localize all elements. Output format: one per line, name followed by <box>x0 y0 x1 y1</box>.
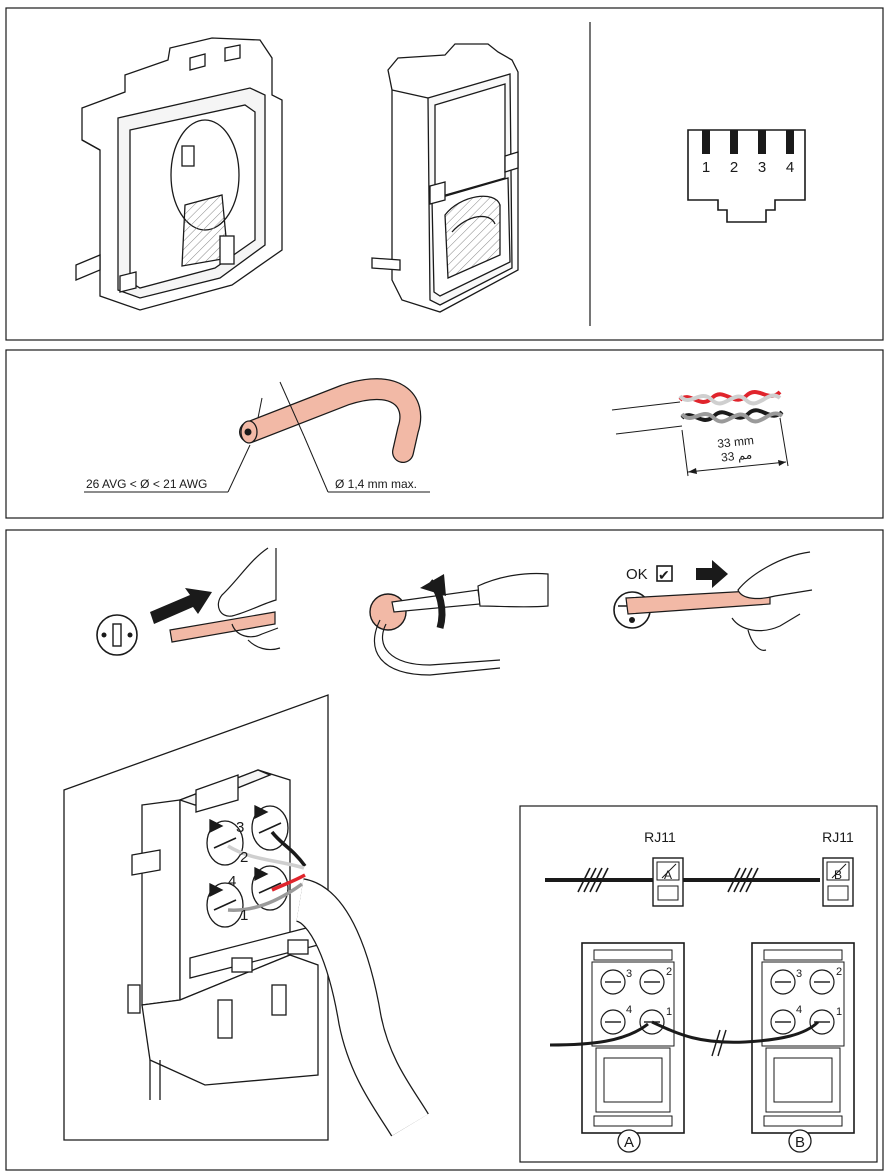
step-ok: OK ✔ <box>613 551 813 651</box>
socket-b: 3 2 4 1 B <box>751 942 855 1153</box>
wire-red-conn <box>271 873 306 892</box>
socket-b-pin-2: 2 <box>836 966 842 978</box>
wire-core <box>244 428 252 436</box>
terminal-number-1: 1 <box>240 907 248 924</box>
wire-grey <box>680 411 784 424</box>
pin-number-3: 3 <box>758 159 766 176</box>
rj11-symbol-b: B <box>822 857 854 907</box>
wiring-diagram-inset: RJ11 RJ11 A B <box>519 805 878 1163</box>
panel-product-views: 1 2 3 4 <box>5 7 884 341</box>
rj11-socket-outline <box>687 129 806 223</box>
panel-1-frame <box>5 7 884 341</box>
socket-module-front <box>75 37 283 311</box>
terminal-number-3: 3 <box>236 819 244 836</box>
pin-number-4: 4 <box>786 159 794 176</box>
rj11-symbol-a: A <box>652 857 684 907</box>
socket-a-tag: A <box>664 868 672 882</box>
step-screwdriver <box>369 572 549 676</box>
pin-2-contact <box>730 130 738 154</box>
dimension-lines <box>84 381 430 493</box>
ok-label: OK <box>626 566 648 583</box>
cable-jacket <box>294 879 428 1136</box>
gauge-range-label: 26 AVG < Ø < 21 AWG <box>86 477 207 491</box>
socket-a: 3 2 4 1 A <box>581 942 685 1153</box>
wire-black-conn <box>270 830 307 868</box>
socket-b-tag: B <box>834 868 842 882</box>
strip-length-arabic-label: 33 مم <box>720 447 752 464</box>
socket-a-pin-1: 1 <box>666 1006 672 1018</box>
wire-a-to-b <box>651 1020 820 1044</box>
hand-ok-icon <box>737 551 813 600</box>
terminal-icon <box>369 593 407 631</box>
strip-length-label: 33 mm <box>717 433 755 451</box>
hand-icon <box>217 547 277 617</box>
socket-a-pin-3: 3 <box>626 968 632 980</box>
pin-number-1: 1 <box>702 159 710 176</box>
panel-2-frame <box>5 349 884 519</box>
wire-in-a <box>549 1022 649 1047</box>
socket-b-pin-3: 3 <box>796 968 802 980</box>
check-mark-icon: ✔ <box>658 567 670 583</box>
pin-number-2: 2 <box>730 159 738 176</box>
panel-wire-spec: 26 AVG < Ø < 21 AWG Ø 1,4 mm max. 33 mm … <box>5 349 884 519</box>
max-diameter-label: Ø 1,4 mm max. <box>335 477 417 491</box>
checkbox-icon <box>656 565 673 582</box>
pin-1-contact <box>702 130 710 154</box>
connector-a-label: RJ11 <box>644 829 676 845</box>
screwdriver-handle <box>477 572 549 608</box>
wire-insulation <box>240 379 420 462</box>
arrow-right-icon <box>696 560 728 588</box>
socket-b-pin-4: 4 <box>796 1004 802 1016</box>
socket-b-circle-label: B <box>795 1134 805 1151</box>
terminal-number-4: 4 <box>228 873 236 890</box>
wall-plate-assembly <box>63 694 329 1141</box>
stripped-cable <box>611 390 789 477</box>
panel-3-frame <box>5 529 884 1171</box>
socket-a-pin-2: 2 <box>666 966 672 978</box>
rj11-pinout: 1 2 3 4 <box>687 129 806 223</box>
socket-a-pin-4: 4 <box>626 1004 632 1016</box>
panel-connection-steps: OK ✔ <box>5 529 884 1171</box>
connector-b-label: RJ11 <box>822 829 854 845</box>
arrow-left-icon <box>150 588 212 624</box>
wire-grey-conn <box>227 882 304 912</box>
pin-4-contact <box>786 130 794 154</box>
socket-b-pin-1: 1 <box>836 1006 842 1018</box>
pin-3-contact <box>758 130 766 154</box>
wire-white-conn <box>227 844 305 870</box>
socket-module-side <box>371 43 519 313</box>
wire-white <box>678 393 782 406</box>
step-insert-wire <box>96 547 281 656</box>
terminal-number-2: 2 <box>240 849 248 866</box>
socket-a-circle-label: A <box>624 1134 634 1151</box>
